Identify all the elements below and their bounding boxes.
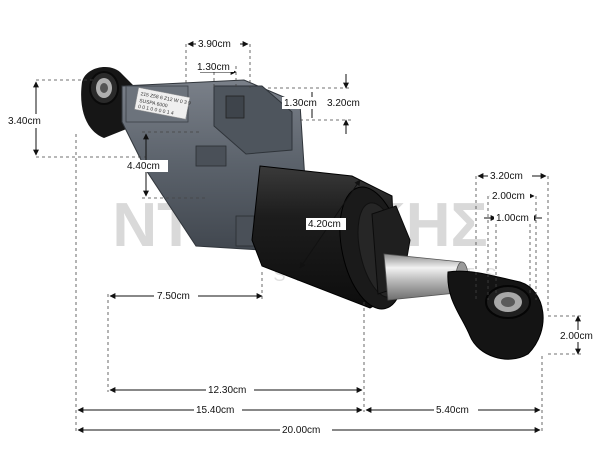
right-eye-mount [447, 270, 544, 360]
guide-lines [36, 44, 584, 432]
dim-length-12-30: 12.30cm [208, 385, 246, 396]
dim-body-diameter: 4.20cm [308, 219, 341, 230]
dim-length-5-40: 5.40cm [436, 405, 469, 416]
dim-rod-eye-mid: 2.00cm [492, 191, 525, 202]
dim-connector-height: 1.30cm [284, 98, 317, 109]
dim-connector-width: 1.30cm [197, 62, 230, 73]
dim-right-eye-height: 2.00cm [560, 331, 593, 342]
dim-left-eye-height: 3.40cm [8, 116, 41, 127]
dim-housing-height: 3.20cm [327, 98, 360, 109]
left-eye-mount [81, 67, 134, 138]
dim-offset-7-50: 7.50cm [157, 291, 190, 302]
dimension-labels: 3.90cm 1.30cm 3.40cm 1.30cm 3.20cm 4.40c… [8, 39, 593, 436]
dim-total-length: 20.00cm [282, 425, 320, 436]
dim-length-15-40: 15.40cm [196, 405, 234, 416]
dim-top-width: 3.90cm [198, 39, 231, 50]
dim-body-height: 4.40cm [127, 161, 160, 172]
dim-rod-eye-inner: 1.00cm [496, 213, 529, 224]
sticker-line-2: SUSPA 6000 [139, 98, 169, 109]
dim-rod-eye-outer: 3.20cm [490, 171, 523, 182]
label-backgrounds [6, 38, 598, 436]
